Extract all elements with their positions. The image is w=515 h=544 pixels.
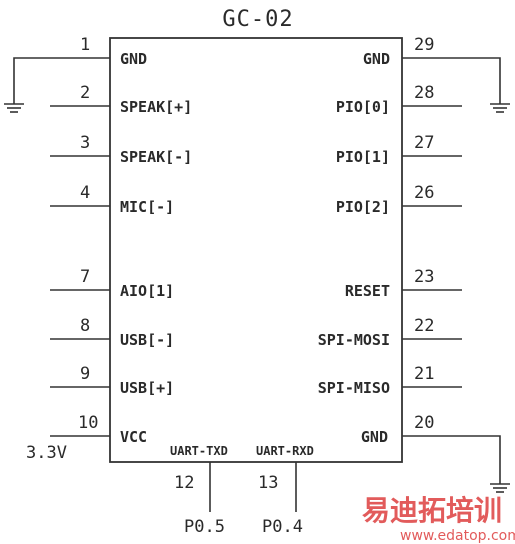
pin-number: 9 [80,364,90,384]
left-pin-3: 3 SPEAK[-] [50,133,192,166]
right-pin-23: 23 RESET [345,267,462,300]
left-pin-7: 7 AIO[1] [50,267,174,300]
watermark: 易迪拓培训 www.edatop.com [362,494,515,544]
left-pin-8: 8 USB[-] [50,316,174,349]
pin-label: USB[+] [120,379,174,397]
watermark-text: 易迪拓培训 [362,494,502,527]
left-pin-9: 9 USB[+] [50,364,174,397]
pin-label: SPI-MOSI [318,331,390,349]
pin-label: AIO[1] [120,282,174,300]
pin-number: 10 [78,413,98,433]
right-pin-20: 20 GND [361,413,462,446]
pin-number: 8 [80,316,90,336]
pin-label: GND [361,428,388,446]
pin-label: SPEAK[+] [120,98,192,116]
right-pin-29: 29 GND [363,35,462,68]
pin-number: 21 [414,364,434,384]
pin-label: PIO[1] [336,148,390,166]
pin-label: SPEAK[-] [120,148,192,166]
pin-label: MIC[-] [120,198,174,216]
pin-number: 1 [80,35,90,55]
pin-number: 26 [414,183,434,203]
pin-label: GND [363,50,390,68]
pin-label: RESET [345,282,390,300]
net-label: P0.4 [262,517,303,537]
pin-label: VCC [120,428,147,446]
pin-number: 7 [80,267,90,287]
pin-number: 4 [80,183,90,203]
pin-label: UART-TXD [170,444,228,458]
right-pin-22: 22 SPI-MOSI [318,316,462,349]
right-pin-27: 27 PIO[1] [336,133,462,166]
left-pin-10: 10 VCC 3.3V [26,413,147,463]
pin-number: 12 [174,473,194,493]
right-pin-28: 28 PIO[0] [336,83,462,116]
right-pin-26: 26 PIO[2] [336,183,462,216]
pin-number: 23 [414,267,434,287]
pin-number: 13 [258,473,278,493]
net-label: P0.5 [184,517,225,537]
pin-number: 3 [80,133,90,153]
left-pin-4: 4 MIC[-] [50,183,174,216]
supply-voltage-label: 3.3V [26,443,67,463]
pin-label: PIO[0] [336,98,390,116]
pin-number: 2 [80,83,90,103]
pin-number: 20 [414,413,434,433]
watermark-url: www.edatop.com [400,528,515,544]
pin-label: PIO[2] [336,198,390,216]
ground-symbol-bottom-right [462,435,510,493]
right-pin-21: 21 SPI-MISO [318,364,462,397]
pin-label: UART-RXD [256,444,314,458]
ground-symbol-top-right [462,57,510,113]
bottom-pin-13: UART-RXD 13 P0.4 [256,444,314,537]
pin-label: GND [120,50,147,68]
bottom-pin-12: UART-TXD 12 P0.5 [170,444,228,537]
left-pin-1: 1 GND [50,35,147,68]
pin-label: SPI-MISO [318,379,390,397]
pin-number: 22 [414,316,434,336]
left-pin-2: 2 SPEAK[+] [50,83,192,116]
chip-body [109,37,403,463]
pin-number: 28 [414,83,434,103]
pin-label: USB[-] [120,331,174,349]
chip-title: GC-02 [222,7,293,32]
ground-symbol-left [4,57,50,113]
pin-number: 27 [414,133,434,153]
pin-number: 29 [414,35,434,55]
